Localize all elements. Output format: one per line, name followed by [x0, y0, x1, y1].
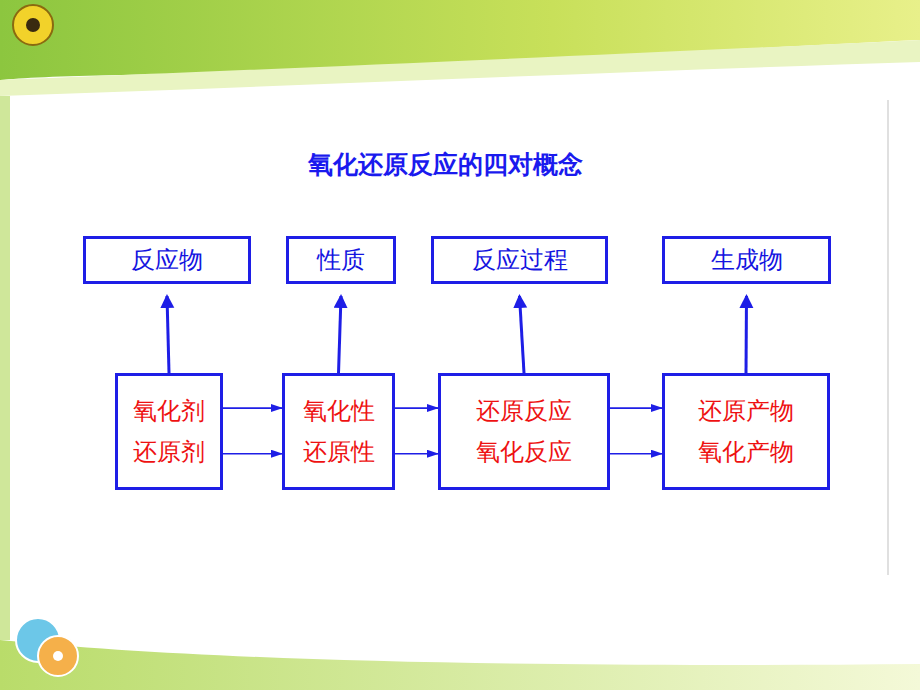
bottom-band — [0, 640, 920, 690]
category-box: 反应过程 — [431, 236, 608, 284]
box-text: 氧化剂 — [133, 398, 205, 424]
concept-box: 氧化剂还原剂 — [115, 373, 223, 490]
category-box: 生成物 — [662, 236, 831, 284]
box-text: 还原反应 — [476, 398, 572, 424]
box-text: 氧化性 — [303, 398, 375, 424]
diagram-title: 氧化还原反应的四对概念 — [170, 148, 720, 181]
flow-arrow — [223, 453, 282, 455]
flow-arrow — [395, 407, 438, 409]
box-text: 还原产物 — [698, 398, 794, 424]
box-text: 反应物 — [131, 247, 203, 273]
flow-arrow — [610, 453, 662, 455]
category-box: 性质 — [286, 236, 396, 284]
concept-box: 还原反应氧化反应 — [438, 373, 610, 490]
category-box: 反应物 — [83, 236, 251, 284]
up-arrow — [339, 296, 342, 373]
logo-circle — [13, 5, 53, 45]
concept-box: 还原产物氧化产物 — [662, 373, 830, 490]
up-arrow — [167, 296, 169, 373]
top-band-light — [0, 40, 920, 96]
box-text: 氧化产物 — [698, 439, 794, 465]
flow-arrow — [223, 407, 282, 409]
disc-icon — [38, 636, 78, 676]
box-text: 还原剂 — [133, 439, 205, 465]
flow-arrow — [395, 453, 438, 455]
disc-hole — [53, 651, 63, 661]
logo-eye — [26, 18, 40, 32]
flow-arrow — [610, 407, 662, 409]
box-text: 反应过程 — [472, 247, 568, 273]
concept-box: 氧化性还原性 — [282, 373, 395, 490]
box-text: 生成物 — [711, 247, 783, 273]
box-text: 性质 — [317, 247, 365, 273]
up-arrow — [520, 296, 525, 373]
box-text: 氧化反应 — [476, 439, 572, 465]
left-strip — [0, 96, 10, 640]
box-text: 还原性 — [303, 439, 375, 465]
up-arrow — [745, 296, 749, 373]
right-rule — [887, 100, 889, 575]
